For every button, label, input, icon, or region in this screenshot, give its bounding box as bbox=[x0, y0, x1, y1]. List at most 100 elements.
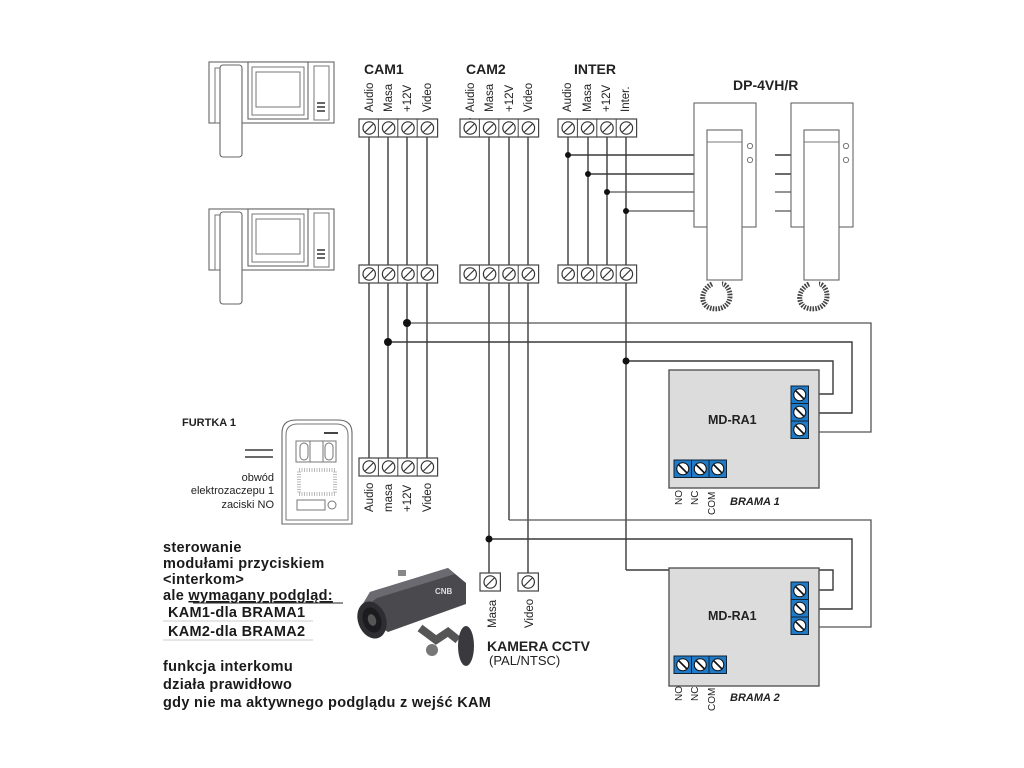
camera-title: KAMERA CCTV bbox=[487, 638, 591, 654]
note-line: <interkom> bbox=[163, 572, 244, 588]
terminal-label: Audio bbox=[562, 83, 574, 112]
screw-icon bbox=[401, 460, 415, 474]
screw-icon bbox=[521, 267, 536, 281]
screw-icon bbox=[793, 619, 807, 633]
module-gate-label: BRAMA 2 bbox=[730, 692, 780, 704]
cam1-terminal-labels: Audio Masa +12V Video bbox=[364, 83, 434, 112]
doorphone-handset-2 bbox=[790, 102, 854, 312]
screw-icon bbox=[401, 267, 415, 281]
screw-icon bbox=[381, 460, 396, 474]
module-gate-label: BRAMA 1 bbox=[730, 496, 780, 508]
terminal-label: +12V bbox=[601, 84, 613, 112]
inter-title: INTER bbox=[574, 61, 616, 77]
furtka-terminal-strip bbox=[358, 457, 439, 477]
furtka-terminal-labels: Audio masa +12V Video bbox=[364, 483, 434, 512]
coiled-cord-icon bbox=[797, 281, 830, 312]
module-1-relay-terminals bbox=[673, 459, 727, 478]
note-line: funkcja interkomu bbox=[163, 659, 293, 675]
doorphone-handset-1 bbox=[693, 102, 757, 312]
module-1-input-terminals bbox=[790, 385, 809, 439]
monitor-buttons-icon bbox=[317, 102, 325, 112]
screw-icon bbox=[619, 267, 634, 281]
cam2-terminal-strip-top bbox=[459, 118, 540, 138]
screw-icon bbox=[420, 267, 435, 281]
screw-icon bbox=[420, 121, 435, 135]
terminal-label: Video bbox=[523, 83, 535, 112]
screw-icon bbox=[362, 460, 376, 474]
doorphone-title: DP-4VH/R bbox=[733, 77, 798, 93]
furtka-note-line: zaciski NO bbox=[221, 499, 274, 511]
terminal-strips bbox=[358, 118, 638, 592]
screw-icon bbox=[502, 267, 516, 281]
cam1-title: CAM1 bbox=[364, 61, 404, 77]
screw-icon bbox=[619, 121, 634, 135]
screw-icon bbox=[793, 601, 807, 615]
relay-label: NC bbox=[690, 687, 701, 701]
screw-icon bbox=[580, 267, 595, 281]
screw-icon bbox=[483, 575, 497, 589]
terminal-label: +12V bbox=[504, 84, 516, 112]
terminal-label: +12V bbox=[402, 484, 414, 512]
note-line: gdy nie ma aktywnego podglądu z wejść KA… bbox=[163, 695, 491, 711]
cam1-terminal-strip-top bbox=[358, 118, 439, 138]
terminal-label: Audio bbox=[364, 83, 376, 112]
module-name: MD-RA1 bbox=[708, 609, 757, 623]
screw-icon bbox=[482, 121, 497, 135]
screw-icon bbox=[561, 267, 575, 281]
screw-icon bbox=[401, 121, 415, 135]
terminal-label: masa bbox=[383, 483, 395, 512]
note-line: ale wymagany podgląd: bbox=[163, 588, 333, 604]
note-line: modułami przyciskiem bbox=[163, 556, 325, 572]
note-item: KAM1-dla BRAMA1 bbox=[168, 605, 305, 621]
terminal-label: Masa bbox=[582, 83, 594, 112]
screw-icon bbox=[420, 460, 435, 474]
outdoor-panel bbox=[281, 419, 353, 525]
module-2-input-terminals bbox=[790, 581, 809, 635]
screw-icon bbox=[521, 575, 535, 589]
screw-icon bbox=[482, 267, 497, 281]
screw-icon bbox=[793, 584, 807, 598]
note-underlined: wymagany podgląd: bbox=[187, 588, 332, 604]
furtka-note-line: elektrozaczepu 1 bbox=[191, 485, 274, 497]
camera-video-terminal bbox=[517, 572, 539, 592]
video-monitor-1 bbox=[208, 61, 335, 158]
coiled-cord-icon bbox=[700, 281, 733, 312]
module-terminals bbox=[673, 385, 809, 674]
screw-icon bbox=[676, 658, 690, 672]
screw-icon bbox=[600, 267, 614, 281]
inter-terminal-strip-middle bbox=[557, 264, 638, 284]
terminal-label: Inter. bbox=[620, 86, 632, 112]
inter-terminal-strip-top bbox=[557, 118, 638, 138]
screw-icon bbox=[793, 388, 807, 402]
terminal-label: Masa bbox=[484, 83, 496, 112]
cam2-terminal-labels: Audio Masa +12V Video bbox=[465, 83, 535, 112]
screw-icon bbox=[463, 121, 477, 135]
screw-icon bbox=[561, 121, 575, 135]
screw-icon bbox=[711, 658, 725, 672]
terminal-label: +12V bbox=[402, 84, 414, 112]
terminal-label: Audio bbox=[364, 483, 376, 512]
screw-icon bbox=[793, 405, 807, 419]
inter-terminal-labels: Audio Masa +12V Inter. bbox=[562, 83, 632, 112]
screw-icon bbox=[676, 462, 690, 476]
speaker-grille-icon bbox=[297, 468, 337, 496]
note-line: sterowanie bbox=[163, 540, 242, 556]
relay-label: NO bbox=[674, 686, 685, 701]
note-item: KAM2-dla BRAMA2 bbox=[168, 624, 305, 640]
terminal-label: Video bbox=[422, 483, 434, 512]
note-line: działa prawidłowo bbox=[163, 677, 292, 693]
module-2-relay-terminals bbox=[673, 655, 727, 674]
note-prefix: ale bbox=[163, 588, 188, 604]
furtka-title: FURTKA 1 bbox=[182, 417, 236, 429]
module-name: MD-RA1 bbox=[708, 413, 757, 427]
screw-icon bbox=[502, 121, 516, 135]
camera-masa-terminal bbox=[479, 572, 501, 592]
relay-label: COM bbox=[707, 688, 718, 711]
screw-icon bbox=[381, 121, 396, 135]
screw-icon bbox=[793, 423, 807, 437]
cam2-title: CAM2 bbox=[466, 61, 506, 77]
screw-icon bbox=[693, 462, 707, 476]
camera-subtitle: (PAL/NTSC) bbox=[489, 653, 560, 668]
cam2-terminal-strip-middle bbox=[459, 264, 540, 284]
